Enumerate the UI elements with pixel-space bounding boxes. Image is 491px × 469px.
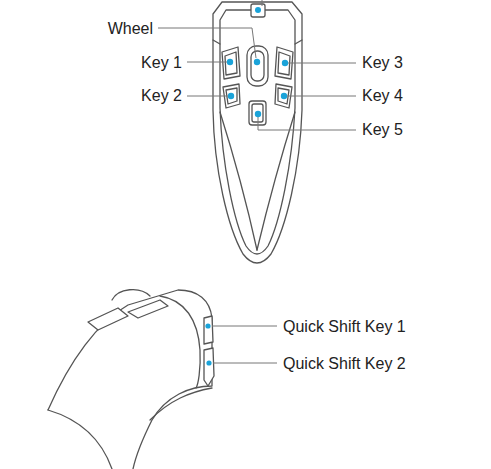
part-label: Key 3 [362,53,403,73]
part-label: Quick Shift Key 2 [283,354,406,374]
part-label: Key 2 [141,86,182,106]
part-label: Wheel [108,19,153,39]
part-label: Key 5 [362,120,403,140]
part-label: Key 1 [141,53,182,73]
part-label: Quick Shift Key 1 [283,317,406,337]
part-label: Key 4 [362,86,403,106]
